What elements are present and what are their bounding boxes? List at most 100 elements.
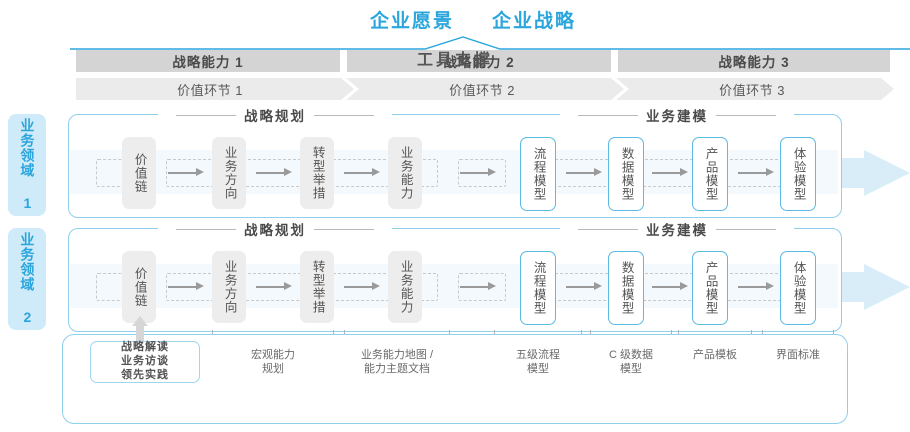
- section-header-modeling-1: 业务建模: [560, 105, 794, 125]
- node-business-capability[interactable]: 业务能力: [388, 251, 422, 323]
- tool-support-title: 工具支撑: [416, 52, 493, 69]
- domain-label-1: 业务领域 1: [8, 114, 46, 216]
- brace-left-tick: [344, 330, 345, 337]
- enterprise-strategy-title: 企业战略: [492, 11, 577, 32]
- brace-right-tick: [581, 330, 582, 337]
- tool-label-line: C 级数据: [609, 349, 653, 361]
- tool-label-line: 界面标准: [776, 349, 820, 361]
- section-title: 战略规划: [244, 109, 306, 124]
- flow-arrow-icon: [168, 168, 204, 177]
- node-process-model[interactable]: 流程模型: [520, 137, 556, 211]
- tool-box-line: 领先实践: [121, 368, 169, 381]
- node-label: 价值链: [132, 152, 147, 194]
- flow-arrow-icon: [566, 168, 602, 177]
- flow-arrow-icon: [738, 168, 774, 177]
- divider-line: [716, 114, 776, 116]
- flow-arrow-icon: [652, 168, 688, 177]
- dashed-placeholder: [458, 159, 506, 187]
- flow-arrow-icon: [738, 282, 774, 291]
- node-product-model[interactable]: 产品模型: [692, 137, 728, 211]
- node-transformation-initiative[interactable]: 转型举措: [300, 137, 334, 209]
- value-chain-bar-3: 价值环节 3: [616, 78, 894, 100]
- dashed-placeholder: [458, 273, 506, 301]
- node-label: 体验模型: [791, 147, 806, 201]
- brace-right-tick: [449, 330, 450, 337]
- value-chain-bar-2: 价值环节 2: [346, 78, 624, 100]
- tool-label-line: 模型: [620, 363, 642, 376]
- node-label: 业务方向: [222, 260, 237, 314]
- flow-arrow-icon: [168, 282, 204, 291]
- tool-label-line: 模型: [527, 363, 549, 376]
- capability-label: 战略能力 3: [718, 55, 790, 70]
- brace-left-tick: [762, 330, 763, 337]
- node-product-model[interactable]: 产品模型: [692, 251, 728, 325]
- flow-arrow-icon: [344, 168, 380, 177]
- tool-label-line: 宏观能力: [251, 349, 295, 361]
- flow-arrow-icon: [652, 282, 688, 291]
- section-title: 业务建模: [646, 223, 708, 238]
- node-business-direction[interactable]: 业务方向: [212, 251, 246, 323]
- node-label: 业务能力: [398, 146, 413, 200]
- node-label: 流程模型: [531, 261, 546, 315]
- node-business-capability[interactable]: 业务能力: [388, 137, 422, 209]
- domain-label-text: 业务领域 1: [19, 118, 36, 212]
- node-label: 流程模型: [531, 147, 546, 201]
- tool-label-c-level-data: C 级数据 模型: [590, 348, 672, 377]
- node-experience-model[interactable]: 体验模型: [780, 137, 816, 211]
- node-data-model[interactable]: 数据模型: [608, 251, 644, 325]
- domain-label-text: 业务领域 2: [19, 232, 36, 326]
- brace-left-tick: [678, 330, 679, 337]
- node-label: 产品模型: [703, 261, 718, 315]
- node-process-model[interactable]: 流程模型: [520, 251, 556, 325]
- node-value-chain[interactable]: 价值链: [122, 137, 156, 209]
- flow-arrow-icon: [460, 282, 496, 291]
- node-transformation-initiative[interactable]: 转型举措: [300, 251, 334, 323]
- tool-label-capability-map: 业务能力地图 / 能力主题文档: [339, 348, 455, 377]
- value-chain-label: 价值环节 3: [719, 82, 785, 98]
- node-label: 数据模型: [619, 261, 634, 315]
- flow-arrow-icon: [460, 168, 496, 177]
- brace-left-tick: [494, 330, 495, 337]
- section-title: 战略规划: [244, 223, 306, 238]
- flow-arrow-icon: [344, 282, 380, 291]
- tool-label-line: 五级流程: [516, 349, 560, 361]
- tool-box-strategy-inputs[interactable]: 战略解读 业务访谈 领先实践: [90, 341, 200, 383]
- capability-bar-1: 战略能力 1: [76, 50, 340, 72]
- brace-right-tick: [333, 330, 334, 337]
- divider-line: [314, 114, 374, 116]
- brace-right-tick: [671, 330, 672, 337]
- node-label: 体验模型: [791, 261, 806, 315]
- enterprise-vision-title: 企业愿景: [370, 11, 455, 32]
- node-label: 转型举措: [310, 260, 325, 314]
- divider-line: [578, 228, 638, 230]
- tool-label-ui-standard: 界面标准: [762, 348, 834, 362]
- tool-box-line: 战略解读: [121, 341, 169, 354]
- node-experience-model[interactable]: 体验模型: [780, 251, 816, 325]
- up-arrow-icon: [132, 316, 148, 342]
- divider-line: [578, 114, 638, 116]
- section-header-planning-1: 战略规划: [158, 105, 392, 125]
- node-value-chain[interactable]: 价值链: [122, 251, 156, 323]
- capability-bar-3: 战略能力 3: [618, 50, 890, 72]
- tool-label-five-level-process: 五级流程 模型: [494, 348, 582, 377]
- vision-connector-line: [70, 36, 910, 50]
- brace-right-tick: [833, 330, 834, 337]
- capability-bar-2: 战略能力 2: [347, 50, 611, 72]
- domain-label-2: 业务领域 2: [8, 228, 46, 330]
- flow-arrow-icon: [256, 168, 292, 177]
- tool-label-product-template: 产品模板: [678, 348, 752, 362]
- node-label: 业务能力: [398, 260, 413, 314]
- flow-arrow-icon: [256, 282, 292, 291]
- value-chain-bar-1: 价值环节 1: [76, 78, 354, 100]
- node-label: 产品模型: [703, 147, 718, 201]
- node-label: 价值链: [132, 266, 147, 308]
- capability-label: 战略能力 2: [443, 55, 515, 70]
- node-data-model[interactable]: 数据模型: [608, 137, 644, 211]
- section-title: 业务建模: [646, 109, 708, 124]
- node-label: 业务方向: [222, 146, 237, 200]
- value-chain-label: 价值环节 1: [177, 82, 243, 98]
- tool-label-line: 产品模板: [693, 349, 737, 361]
- node-business-direction[interactable]: 业务方向: [212, 137, 246, 209]
- section-header-planning-2: 战略规划: [158, 219, 392, 239]
- section-header-modeling-2: 业务建模: [560, 219, 794, 239]
